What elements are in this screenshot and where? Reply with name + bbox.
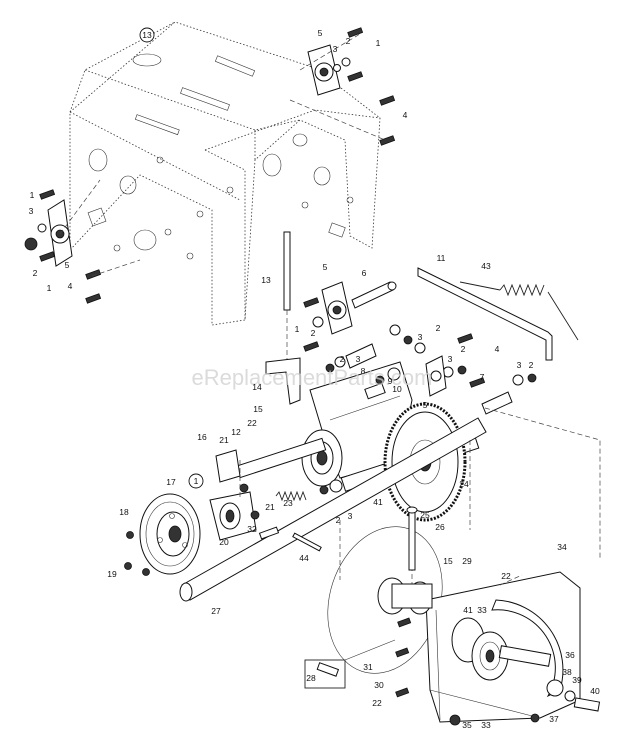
callout-label: 3 [418, 332, 423, 342]
callout-label: 6 [362, 268, 367, 278]
callout-label: 20 [219, 537, 229, 547]
callout-label: 1 [194, 476, 199, 486]
callout-label: 10 [392, 384, 402, 394]
callout-label: 2 [461, 344, 466, 354]
callout-label: 41 [373, 497, 383, 507]
callout-label: 30 [374, 680, 384, 690]
callout-label: 2 [529, 360, 534, 370]
callout-circle [188, 473, 204, 489]
callout-label: 5 [318, 28, 323, 38]
callout-label: 1 [376, 38, 381, 48]
callout-label: 36 [565, 650, 575, 660]
callout-label: 26 [435, 522, 445, 532]
callout-label: 24 [459, 479, 469, 489]
callout-label: 17 [166, 477, 176, 487]
callout-circle [139, 27, 155, 43]
tube-27 [179, 417, 487, 602]
flange-bearing-mid [303, 281, 397, 352]
callout-label: 2 [33, 268, 38, 278]
callout-label: 21 [219, 435, 229, 445]
watermark: eReplacementParts.com [192, 365, 433, 390]
shear-pin-28 [304, 639, 396, 689]
callout-label: 33 [477, 605, 487, 615]
callout-label: 41 [463, 605, 473, 615]
callout-label: 3 [448, 354, 453, 364]
callout-label: 3 [348, 511, 353, 521]
callout-label: 13 [142, 30, 152, 40]
pulley-18 [139, 493, 201, 575]
rod-11 [417, 267, 553, 361]
callout-label: 2 [346, 36, 351, 46]
callout-label: 2 [311, 328, 316, 338]
callout-label: 1 [30, 190, 35, 200]
frame-outline [239, 407, 601, 580]
callout-label: 40 [590, 686, 600, 696]
callout-label: 9 [388, 376, 393, 386]
callout-label: 29 [462, 556, 472, 566]
callout-label: 13 [261, 275, 271, 285]
callout-label: 35 [462, 720, 472, 730]
callout-label: 18 [119, 507, 129, 517]
callout-label: 2 [340, 354, 345, 364]
callout-label: 19 [107, 569, 117, 579]
right-hardware [325, 324, 537, 415]
callout-label: 2 [436, 323, 441, 333]
shaft-13 [283, 231, 291, 370]
callout-label: 14 [252, 382, 262, 392]
callout-label: 21 [265, 502, 275, 512]
callout-label: 16 [197, 432, 207, 442]
flange-bearing-left [24, 179, 141, 304]
callout-label: 22 [501, 571, 511, 581]
callout-label: 3 [333, 44, 338, 54]
callout-label: 4 [68, 281, 73, 291]
flange-bearing-top-right [289, 27, 396, 146]
callout-label: 43 [481, 261, 491, 271]
callout-label: 3 [29, 206, 34, 216]
callout-label: 28 [306, 673, 316, 683]
callout-label: 3 [517, 360, 522, 370]
callout-label: 22 [372, 698, 382, 708]
callout-label: 12 [231, 427, 241, 437]
callout-label: 4 [403, 110, 408, 120]
callout-label: 33 [481, 720, 491, 730]
bracket-20 [124, 449, 280, 576]
callout-label: 37 [549, 714, 559, 724]
callout-label: 5 [323, 262, 328, 272]
callout-label: 1 [47, 283, 52, 293]
pin-44 [292, 532, 322, 552]
callout-label: 34 [557, 542, 567, 552]
callout-label: 7 [480, 372, 485, 382]
callout-label: 4 [495, 344, 500, 354]
callout-label: 3 [356, 354, 361, 364]
callout-label: 31 [363, 662, 373, 672]
callout-label: 5 [423, 400, 428, 410]
callout-label: 23 [283, 498, 293, 508]
callout-label: 8 [361, 366, 366, 376]
callout-label: 38 [562, 667, 572, 677]
spring-43 [459, 281, 579, 341]
callout-label: 22 [247, 418, 257, 428]
callout-label: 1 [295, 324, 300, 334]
callout-label: 11 [437, 253, 446, 263]
callout-label: 44 [299, 553, 309, 563]
callout-label: 2 [336, 515, 341, 525]
callout-label: 39 [572, 675, 582, 685]
callout-label: 15 [253, 404, 263, 414]
gear-24 [383, 402, 467, 522]
spring-23 [275, 479, 343, 502]
callout-label: 25 [420, 510, 430, 520]
callout-label: 32 [247, 524, 257, 534]
callout-label: 15 [443, 556, 453, 566]
callout-label: 5 [65, 260, 70, 270]
callout-label: 27 [211, 606, 221, 616]
lower-gearbox [377, 571, 601, 726]
